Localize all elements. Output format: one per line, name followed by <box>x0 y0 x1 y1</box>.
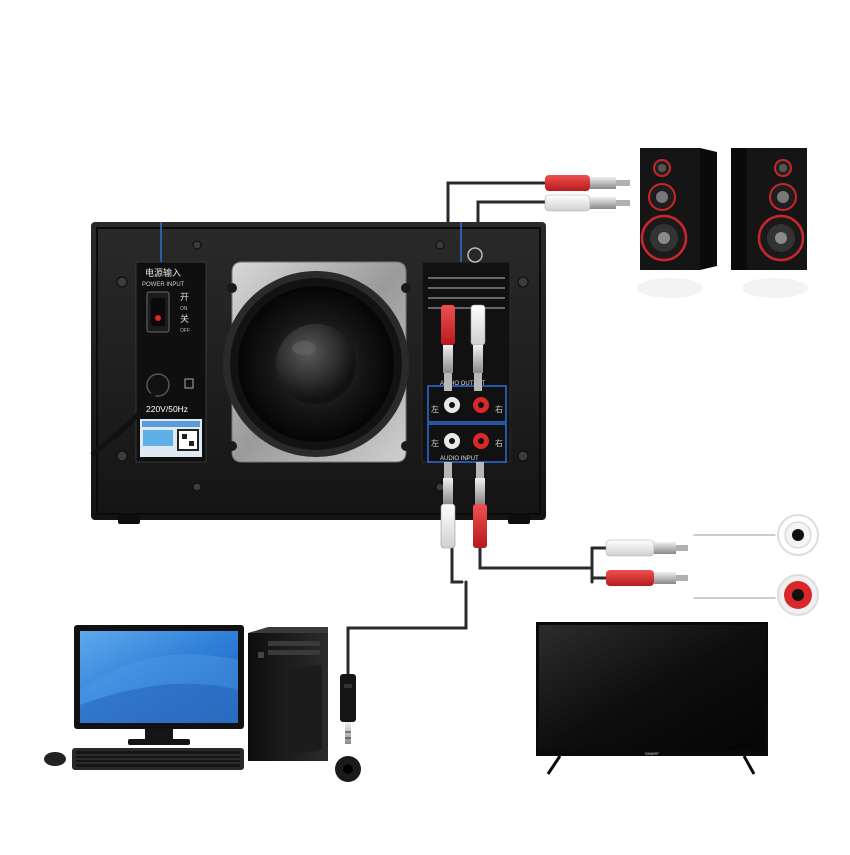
power-panel: 电源输入 POWER INPUT 开 ON 关 OFF 220V/50Hz <box>90 261 207 463</box>
switch-off-en: OFF <box>180 328 190 334</box>
subwoofer-rear: 电源输入 POWER INPUT 开 ON 关 OFF 220V/50Hz <box>90 222 546 524</box>
input-right-label: 右 <box>495 438 503 448</box>
audio-output-box <box>427 385 507 423</box>
monitor-screen <box>80 631 238 723</box>
foot-right <box>508 514 530 524</box>
monitor <box>74 625 244 745</box>
switch-on-cn: 开 <box>180 292 189 302</box>
keyboard <box>72 748 244 770</box>
screws <box>116 240 529 492</box>
input-left-label: 左 <box>431 438 439 448</box>
audio-input-label: AUDIO INPUT <box>440 456 479 462</box>
cable-red-input <box>478 546 594 570</box>
audio-input-box <box>427 423 507 463</box>
certification-mark-icon <box>467 247 483 263</box>
tv-brand-label: SHARP <box>645 751 659 756</box>
audio-output-label: AUDIO OUTPUT <box>440 381 486 387</box>
red-rca-socket-icon[interactable] <box>777 574 819 616</box>
mouse <box>44 752 66 766</box>
bookshelf-speakers <box>637 148 808 298</box>
desktop-computer <box>44 625 328 770</box>
cable-white-input <box>450 546 464 584</box>
speaker-rca-plugs <box>544 175 630 212</box>
switch-on-en: ON <box>180 306 188 312</box>
source-rca-plugs <box>605 539 688 586</box>
output-left-label: 左 <box>431 404 439 414</box>
foot-left <box>118 514 140 524</box>
power-cord <box>90 384 161 457</box>
cable-main <box>346 580 468 676</box>
computer-tower <box>248 627 328 761</box>
rca-jacks <box>777 514 819 616</box>
television: SHARP <box>536 622 768 775</box>
output-plugs <box>441 304 486 391</box>
speaker-driver-icon <box>223 261 411 463</box>
input-plugs <box>440 462 487 549</box>
jack-3-5mm-icon <box>335 674 361 782</box>
io-panel: AUDIO OUTPUT 左 右 左 右 AUDIO INPUT <box>421 222 511 463</box>
white-rca-socket-icon[interactable] <box>777 514 819 556</box>
speaker-left <box>637 148 717 298</box>
qr-code-icon <box>177 429 199 451</box>
switch-off-cn: 关 <box>180 313 189 324</box>
power-label-en: POWER INPUT <box>142 282 185 288</box>
voltage-label: 220V/50Hz <box>146 404 188 414</box>
power-label-cn: 电源输入 <box>145 267 181 278</box>
speaker-right <box>731 148 808 298</box>
output-right-label: 右 <box>495 404 503 414</box>
tv-screen <box>539 625 765 751</box>
